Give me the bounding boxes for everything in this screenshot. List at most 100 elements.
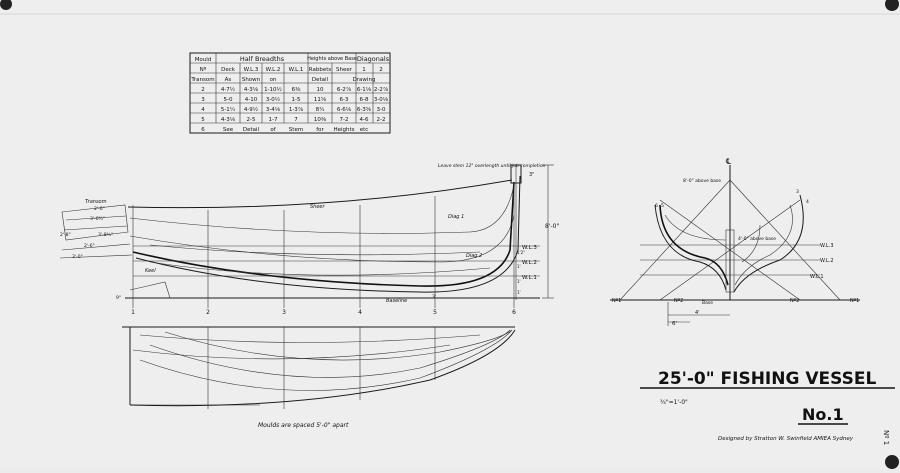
diag-label: Nº1 (850, 298, 859, 304)
table-cell: 3-4⅛ (266, 107, 281, 113)
top-note: 8'-0" above base (683, 178, 721, 184)
transom-detail (61, 204, 129, 241)
stem-dim: 1' (517, 279, 521, 284)
table-cell: 1-3⅞ (289, 107, 304, 113)
table-cell: Drawing (353, 77, 376, 83)
height-dim-label: 8'-0" (545, 223, 559, 230)
th-diagonals: Diagonals (357, 55, 390, 63)
table-cell: 4-10 (245, 97, 258, 103)
table-cell: 4-3⅛ (244, 87, 259, 93)
corner-tack-tr (885, 0, 899, 11)
diag-label: Nº2 (674, 298, 683, 304)
th-mould: Mould (195, 57, 212, 63)
small-dim: 3' (432, 294, 436, 300)
stem-dim: 1' (517, 264, 521, 269)
th-diag-2: 2 (379, 67, 383, 73)
transom-dim: 3'-0¾" (90, 216, 105, 222)
drawing-scale: ¾"=1'-0" (660, 399, 688, 406)
transom-label: Transom (85, 199, 107, 205)
transom-dim: 2'-6" (94, 206, 105, 212)
station-label: 4 (358, 309, 362, 316)
sheer-line (127, 179, 513, 209)
table-cell: 4-7½ (221, 86, 235, 93)
table-cell: 10⅜ (314, 117, 327, 123)
section-num: 5 (661, 203, 664, 209)
table-cell: Shown (242, 77, 261, 83)
body-wl1: W.L.1 (810, 274, 824, 280)
table-cell: 1-5 (292, 97, 301, 103)
table-cell: Heights (333, 127, 354, 133)
stem-note: Leave stem 12" overlength until job comp… (438, 163, 546, 169)
table-cell: Detail (312, 77, 329, 83)
wl2-label: W.L.2 (522, 260, 537, 266)
station-label: 2 (206, 309, 210, 316)
th-wl2: W.L.2 (266, 67, 281, 73)
drawing-number: No.1 (802, 405, 844, 424)
cl-mark: ℄ (726, 157, 732, 166)
th-wl3: W.L.3 (244, 67, 259, 73)
edge-mark: Nº 1 (882, 430, 890, 445)
table-cell: 4-3⅛ (221, 117, 236, 123)
stem-dim: 1' (517, 290, 521, 295)
keel-label: Keel (145, 268, 156, 274)
keel-section (725, 229, 735, 293)
diag-2-label: Diag 2 (466, 253, 482, 259)
diag-label: Nº1 (612, 298, 621, 304)
th-diag-1: 1 (362, 67, 366, 73)
table-cell: 2-5 (247, 117, 256, 123)
station-label: 1 (131, 309, 135, 316)
diag-label: Nº2 (790, 298, 799, 304)
table-cell: 6-3 (340, 97, 349, 103)
station-label: 6 (512, 309, 516, 316)
table-cell: 4 (201, 107, 205, 113)
stem-top-dim: 3" (529, 172, 534, 178)
table-cell: 11⅝ (314, 97, 327, 103)
th-wl1: W.L.1 (289, 67, 304, 73)
table-cell: 8¼ (316, 107, 325, 113)
table-cell: 7-2 (340, 117, 349, 123)
table-cell: Stem (289, 127, 303, 133)
designer-credit: Designed by Stratton W. Swinfield AMIEA … (718, 436, 854, 442)
table-cell: 6⅜ (292, 87, 301, 93)
small-dim: 9" (116, 295, 121, 301)
th-heights: Heights above Base (307, 56, 357, 62)
table-cell: 6-6⅛ (337, 107, 352, 113)
dim-4: 4' (695, 310, 700, 316)
corner-tack-tl (0, 0, 12, 10)
table-cell: 3-0 (377, 107, 386, 113)
dim-6: 6' (672, 321, 677, 327)
stem-dim: 1'2" (517, 250, 525, 255)
table-cell: As (225, 77, 232, 83)
baseline-label: Baseline (386, 298, 407, 304)
table-cell: 3 (201, 97, 205, 103)
table-cell: Detail (243, 127, 260, 133)
drawing-title: 25'-0" FISHING VESSEL (658, 369, 876, 389)
deck-outline (129, 329, 516, 407)
transom-dim: 3'-8¾" (98, 232, 113, 238)
table-cell: 6 (201, 127, 205, 133)
table-cell: 10 (317, 87, 324, 93)
table-cell: See (223, 127, 234, 133)
table-cell: 5-1¼ (221, 107, 236, 113)
table-cell: 1-10½ (264, 86, 282, 93)
table-cell: 5-0 (224, 97, 233, 103)
table-cell: 2-2 (377, 117, 386, 123)
transom-dim: 3'-0" (72, 254, 83, 260)
th-no: Nº (200, 66, 207, 73)
th-sheer: Sheer (336, 67, 353, 73)
section-num: 3 (796, 189, 799, 195)
th-rabbets: Rabbets (309, 67, 332, 73)
wl1-label: W.L.1 (522, 275, 537, 281)
table-cell: 1-7 (269, 117, 278, 123)
table-cell: 2 (201, 87, 205, 93)
table-cell: of (270, 127, 276, 133)
table-cell: Transom (190, 77, 214, 83)
table-cell: etc (360, 127, 369, 133)
body-plan: ℄ 4' 6' Base 8'-0" above base 4'-0" abov… (610, 157, 860, 327)
th-deck: Deck (221, 67, 236, 73)
table-cell: 5 (201, 117, 205, 123)
table-cell: 2-2⅞ (374, 87, 389, 93)
hull-bottom (132, 181, 515, 287)
